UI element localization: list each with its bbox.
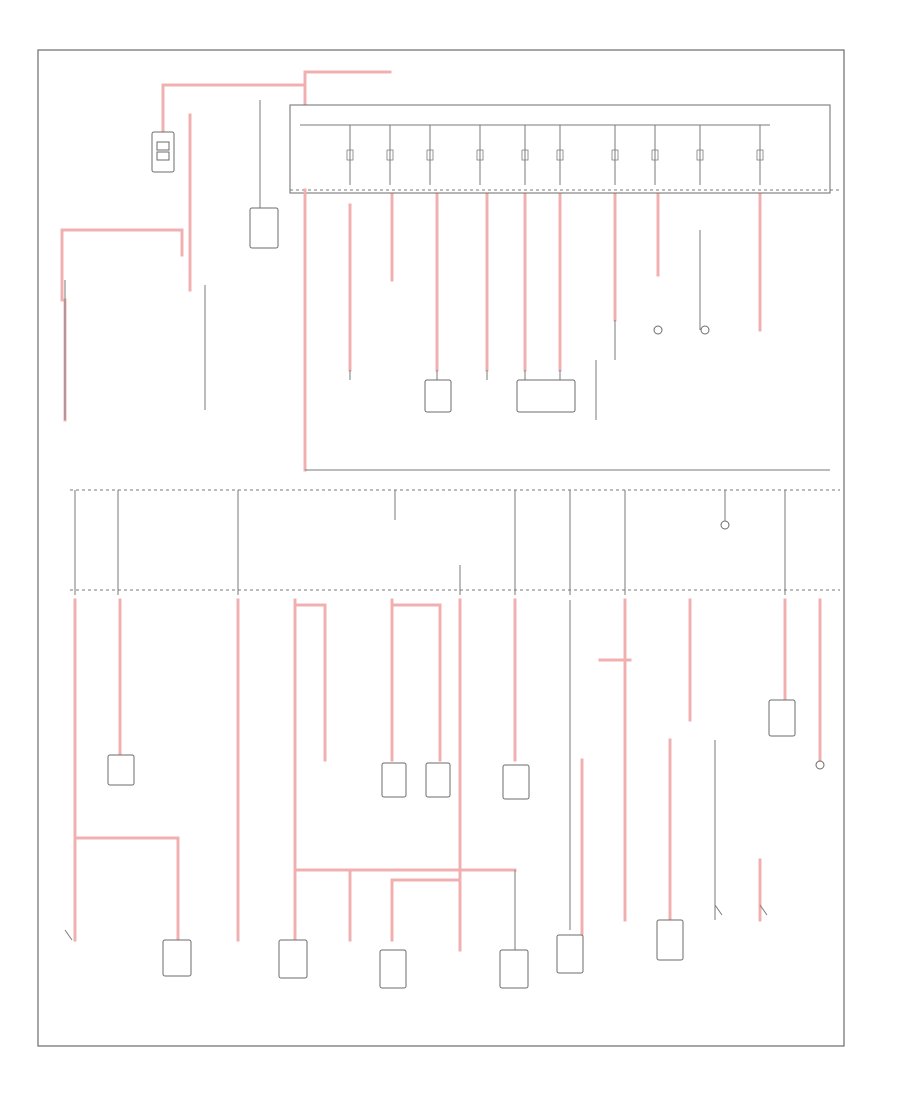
top-section xyxy=(60,70,840,472)
bottom-circuits xyxy=(73,598,822,952)
bottom-components xyxy=(107,520,825,989)
module-icon xyxy=(381,762,407,798)
module-icon xyxy=(278,939,308,979)
module-icon xyxy=(162,939,192,977)
module-icon xyxy=(425,762,451,798)
module-icon xyxy=(424,379,452,413)
module-icon xyxy=(516,379,576,413)
module-icon xyxy=(656,919,684,961)
top-circuits xyxy=(303,188,762,472)
module-icon xyxy=(768,699,796,737)
lamp-icon xyxy=(815,760,825,770)
module-icon xyxy=(107,754,135,786)
generator-icon xyxy=(249,207,279,249)
fuse-group-top xyxy=(346,125,764,185)
module-icon xyxy=(556,934,584,974)
lamp-icon xyxy=(720,520,730,530)
diagram-frame xyxy=(37,49,845,1047)
instrument-panel-fuse-block xyxy=(70,469,840,595)
lamp-icon xyxy=(653,325,663,335)
module-icon xyxy=(379,949,407,989)
switch-symbols xyxy=(64,904,768,941)
module-icon xyxy=(499,949,529,989)
lamp-icon xyxy=(700,325,710,335)
module-icon xyxy=(502,764,530,800)
